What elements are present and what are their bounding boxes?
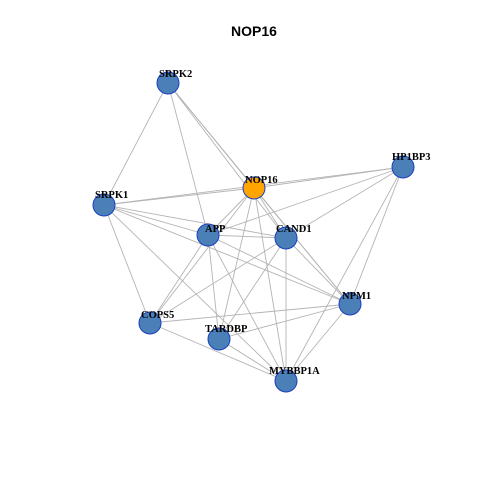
edge-app-tardbp — [207, 234, 220, 340]
node-srpk1[interactable]: SRPK1 — [92, 190, 128, 217]
edge-nop16-npm1 — [253, 187, 351, 305]
node-circle[interactable] — [196, 223, 220, 247]
edge-hp1bp3-mybbp1a — [285, 166, 404, 382]
node-circle[interactable] — [156, 71, 180, 95]
edge-srpk2-cand1 — [167, 82, 287, 239]
node-npm1[interactable]: NPM1 — [338, 291, 371, 316]
edge-app-cops5 — [149, 234, 209, 324]
node-mybbp1a[interactable]: MYBBP1A — [269, 366, 320, 393]
graph-title: NOP16 — [231, 23, 277, 39]
node-label: TARDBP — [205, 324, 248, 335]
edge-app-npm1 — [207, 234, 351, 305]
edge-cand1-tardbp — [218, 237, 287, 340]
node-circle[interactable] — [138, 311, 162, 335]
node-tardbp[interactable]: TARDBP — [205, 324, 248, 351]
edge-nop16-mybbp1a — [253, 187, 287, 382]
node-circle[interactable] — [207, 327, 231, 351]
edge-cand1-cops5 — [149, 237, 287, 324]
node-label: MYBBP1A — [269, 366, 320, 377]
node-circle[interactable] — [274, 226, 298, 250]
edge-npm1-tardbp — [218, 303, 351, 340]
edge-app-mybbp1a — [207, 234, 287, 382]
node-app[interactable]: APP — [196, 223, 226, 247]
edge-hp1bp3-app — [207, 166, 404, 236]
edge-nop16-srpk1 — [103, 187, 255, 206]
node-label: APP — [205, 224, 226, 235]
edge-srpk1-npm1 — [103, 204, 351, 305]
node-cand1[interactable]: CAND1 — [274, 224, 312, 250]
node-label: NPM1 — [342, 291, 371, 302]
node-label: NOP16 — [245, 175, 278, 186]
edge-srpk2-app — [167, 82, 209, 236]
node-circle[interactable] — [274, 369, 298, 393]
node-label: COPS5 — [141, 310, 174, 321]
edge-hp1bp3-cand1 — [285, 166, 404, 239]
node-label: CAND1 — [276, 224, 312, 235]
edge-app-cand1 — [207, 234, 287, 239]
edge-srpk2-srpk1 — [103, 82, 169, 206]
edge-tardbp-mybbp1a — [218, 338, 287, 382]
edge-npm1-cops5 — [149, 303, 351, 324]
node-label: HP1BP3 — [392, 152, 431, 163]
edge-nop16-tardbp — [218, 187, 255, 340]
edge-srpk1-mybbp1a — [103, 204, 287, 382]
node-label: SRPK2 — [159, 69, 192, 80]
edge-npm1-mybbp1a — [285, 303, 351, 382]
edges-layer — [103, 82, 404, 382]
node-cops5[interactable]: COPS5 — [138, 310, 174, 335]
node-hp1bp3[interactable]: HP1BP3 — [391, 152, 431, 179]
node-srpk2[interactable]: SRPK2 — [156, 69, 192, 95]
edge-hp1bp3-npm1 — [349, 166, 404, 305]
node-circle[interactable] — [391, 155, 415, 179]
node-circle[interactable] — [338, 292, 362, 316]
edge-cops5-mybbp1a — [149, 322, 287, 382]
node-circle[interactable] — [92, 193, 116, 217]
node-nop16[interactable]: NOP16 — [242, 175, 278, 200]
edge-srpk1-cand1 — [103, 204, 287, 239]
node-label: SRPK1 — [95, 190, 128, 201]
edge-nop16-cops5 — [149, 187, 255, 324]
edge-cand1-npm1 — [285, 237, 351, 305]
edge-srpk1-cops5 — [103, 204, 151, 324]
edge-srpk1-app — [103, 204, 209, 236]
node-circle[interactable] — [242, 176, 266, 200]
